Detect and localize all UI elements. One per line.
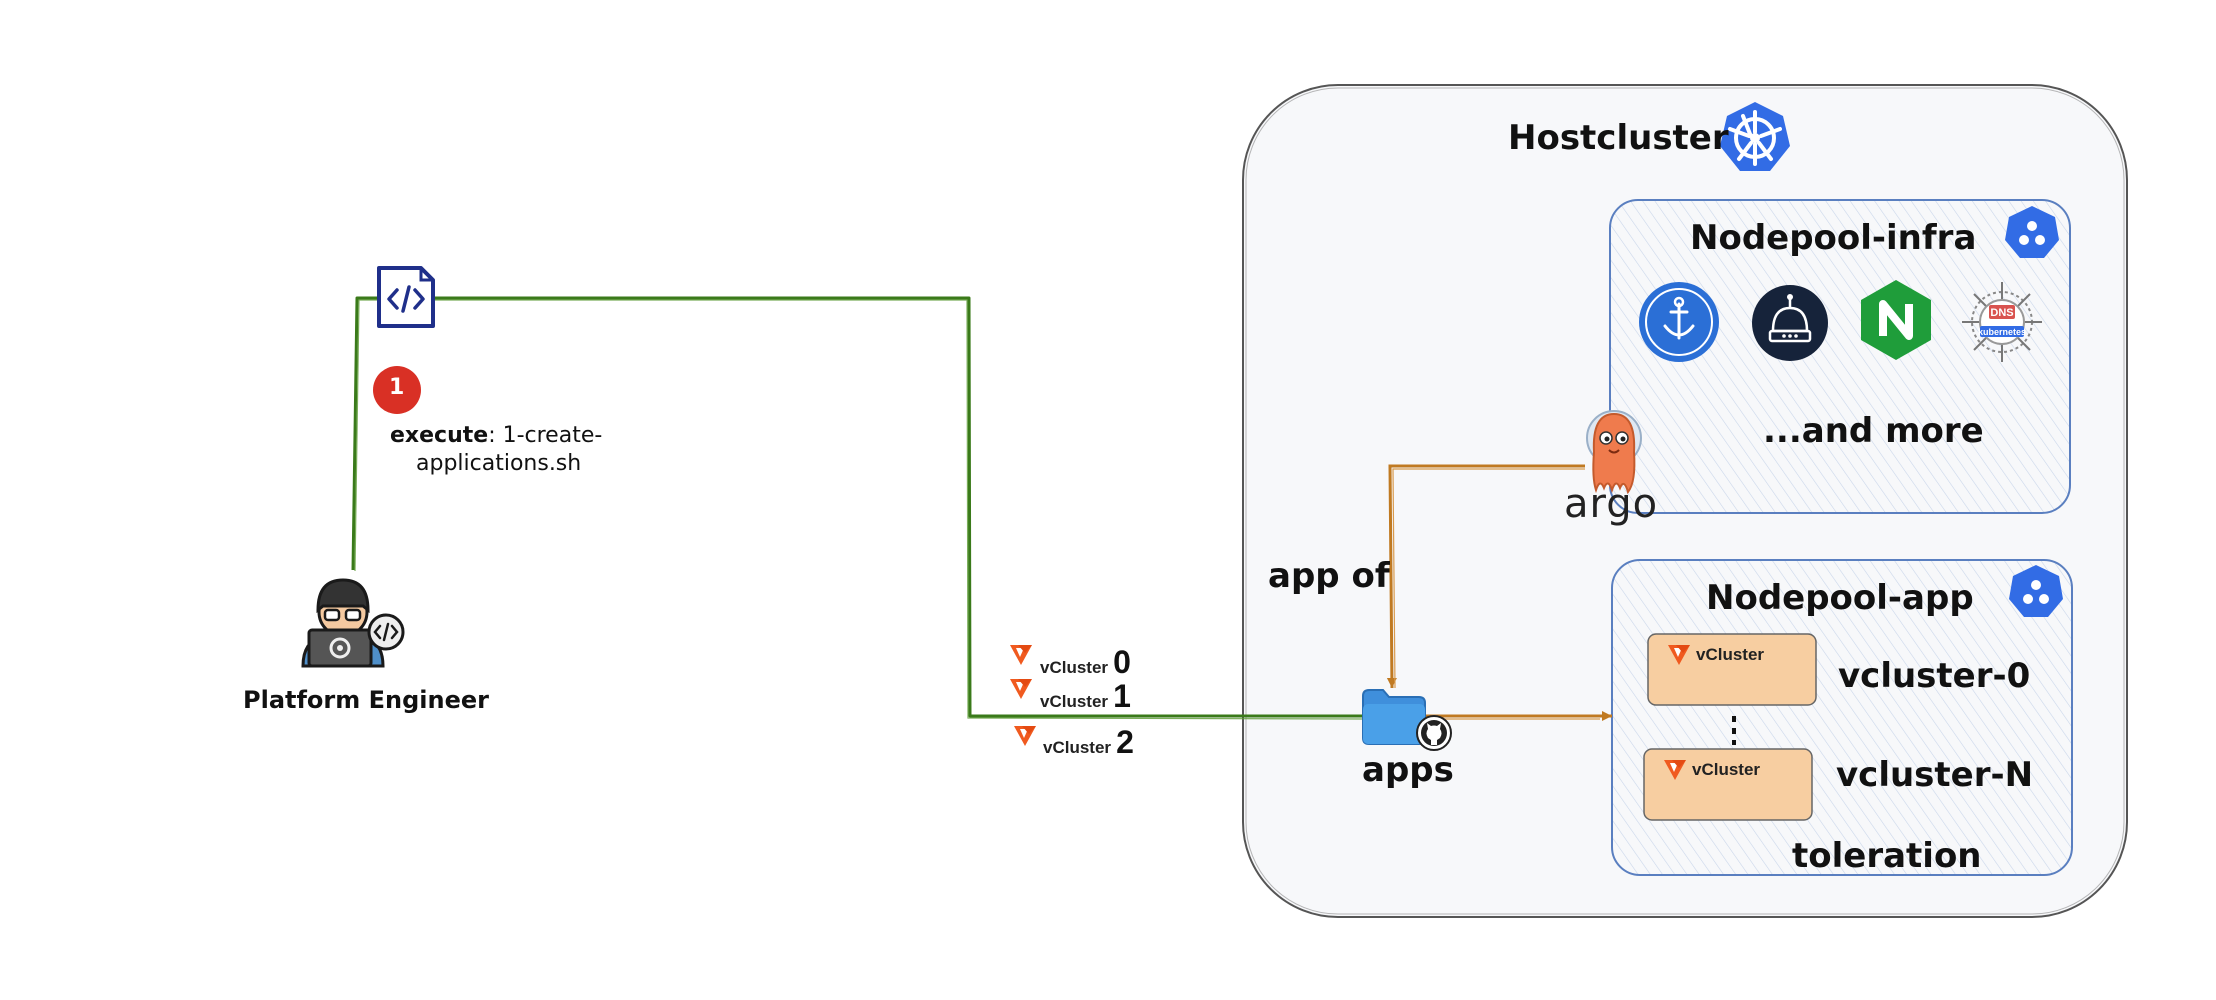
ellipsis-dots: [1732, 716, 1736, 745]
toleration-label: toleration: [1792, 836, 1982, 876]
argo-icon: [1586, 410, 1642, 495]
vcluster-brand: vCluster: [1043, 738, 1112, 757]
vcluster-card-0-brand: vCluster: [1696, 645, 1765, 664]
app-of-label: app of: [1268, 556, 1390, 596]
nodepool-infra-icon: [2005, 206, 2059, 258]
step-action: execute: [390, 423, 489, 448]
platform-engineer-label: Platform Engineer: [243, 686, 489, 714]
nodepool-app-icon: [2009, 565, 2063, 617]
more-tools-text: ...and more: [1763, 411, 1984, 451]
vcluster-number: 2: [1116, 724, 1134, 760]
vcluster-0-label: vcluster-0: [1838, 656, 2031, 696]
step-command-2: applications.sh: [416, 451, 582, 476]
vcluster-n-label: vcluster-N: [1836, 755, 2034, 795]
nginx-icon: [1861, 280, 1931, 360]
nodepool-infra-title: Nodepool-infra: [1690, 218, 1977, 258]
svg-text:kubernetes: kubernetes: [1978, 327, 2026, 337]
external-dns-icon: DNS kubernetes: [1962, 282, 2042, 362]
vcluster-card-0: [1647, 633, 1817, 706]
code-file-icon: [377, 266, 435, 328]
apps-label: apps: [1362, 750, 1454, 790]
nodepool-app-title: Nodepool-app: [1706, 578, 1974, 618]
vcluster-item-0: vCluster 0: [1040, 644, 1131, 681]
robot-icon: [1752, 285, 1828, 361]
argo-to-apps-connector: [1386, 464, 1585, 689]
step-badge: [373, 366, 421, 414]
folder-icon: [1362, 689, 1426, 745]
vcluster-brand: vCluster: [1040, 692, 1109, 711]
vcluster-number: 1: [1113, 678, 1131, 714]
vcluster-item-2: vCluster 2: [1043, 724, 1134, 761]
vcluster-logo-icon: [1010, 645, 1032, 665]
step-command-1: : 1-create-: [488, 423, 603, 448]
argo-wordmark: argo: [1564, 481, 1659, 527]
green-connector: [351, 296, 1365, 718]
vcluster-number: 0: [1113, 644, 1131, 680]
vcluster-brand: vCluster: [1040, 658, 1109, 677]
platform-engineer-icon: [301, 578, 405, 668]
github-icon: [1416, 715, 1452, 751]
vcluster-logo-icon: [1014, 726, 1036, 746]
nodepool-infra-container: [1609, 199, 2071, 514]
cert-manager-icon: [1639, 282, 1719, 362]
svg-text:DNS: DNS: [1990, 307, 2013, 319]
step-number: 1: [389, 375, 405, 400]
step-note: execute: 1-create-: [390, 422, 602, 450]
hostcluster-title: Hostcluster: [1508, 118, 1729, 158]
vcluster-logo-icon: [1010, 679, 1032, 699]
vcluster-card-n-brand: vCluster: [1692, 760, 1761, 779]
kubernetes-icon: [1720, 102, 1790, 171]
vcluster-card-n: [1643, 748, 1813, 821]
vcluster-item-1: vCluster 1: [1040, 678, 1131, 715]
